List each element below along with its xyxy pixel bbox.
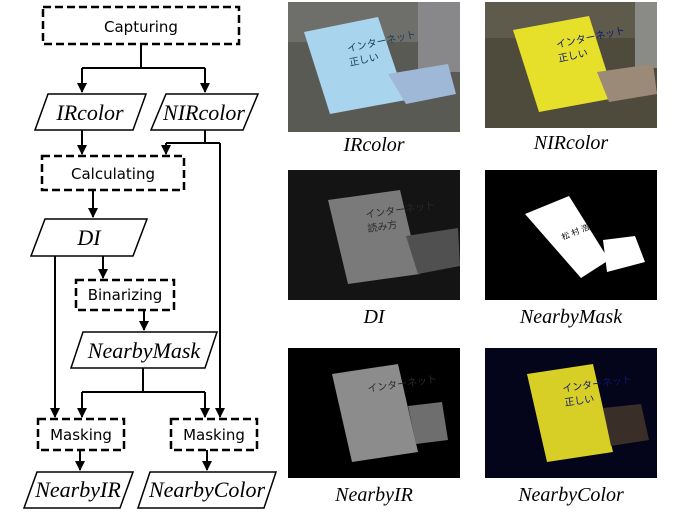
masking-left-label: Masking bbox=[50, 426, 112, 444]
photo-nearbymask: 松 村 浩 bbox=[485, 170, 657, 300]
nearbyir-label: NearbyIR bbox=[34, 477, 121, 502]
caption-nearbycolor: NearbyColor bbox=[518, 484, 624, 506]
photo-nearbyir-image: インターネット bbox=[288, 348, 460, 478]
ircolor-label: IRcolor bbox=[55, 100, 124, 125]
photo-ircolor-image: インターネット 正しい bbox=[288, 2, 460, 132]
nearbycolor-node bbox=[136, 471, 278, 509]
photo-nearbymask-image: 松 村 浩 bbox=[485, 170, 657, 300]
photo-di-image: インターネット 読み方 bbox=[288, 170, 460, 300]
di-node bbox=[29, 218, 149, 257]
caption-di: DI bbox=[363, 306, 385, 328]
nearbyir-node bbox=[22, 471, 135, 509]
calculating-box bbox=[40, 154, 186, 192]
photo-ircolor: インターネット 正しい bbox=[288, 2, 460, 132]
svg-text:読み方: 読み方 bbox=[367, 218, 399, 235]
connectors bbox=[50, 44, 225, 471]
photo-nearbycolor-image: インターネット 正しい bbox=[485, 348, 657, 478]
calculating-label: Calculating bbox=[71, 165, 155, 183]
di-label: DI bbox=[76, 225, 102, 250]
capturing-label: Capturing bbox=[104, 18, 178, 36]
photo-nearbyir: インターネット bbox=[288, 348, 460, 478]
photo-nircolor: インターネット 正しい bbox=[485, 2, 657, 128]
nearbymask-node bbox=[69, 331, 219, 369]
binarizing-box bbox=[74, 278, 176, 312]
ircolor-node bbox=[33, 93, 148, 131]
caption-nearbyir: NearbyIR bbox=[335, 484, 413, 506]
photo-nircolor-image: インターネット 正しい bbox=[485, 2, 657, 128]
caption-ircolor: IRcolor bbox=[343, 134, 405, 156]
photo-di: インターネット 読み方 bbox=[288, 170, 460, 300]
caption-nircolor: NIRcolor bbox=[533, 132, 609, 154]
photo-nearbycolor: インターネット 正しい bbox=[485, 348, 657, 478]
nircolor-label: NIRcolor bbox=[162, 100, 245, 125]
nearbymask-label: NearbyMask bbox=[87, 338, 202, 363]
caption-nearbymask: NearbyMask bbox=[519, 306, 623, 328]
binarizing-label: Binarizing bbox=[88, 286, 163, 304]
nearbycolor-label: NearbyColor bbox=[148, 477, 266, 502]
nircolor-node bbox=[149, 93, 260, 131]
svg-text:正しい: 正しい bbox=[564, 393, 595, 409]
masking-right-box bbox=[169, 417, 259, 452]
masking-right-label: Masking bbox=[183, 426, 245, 444]
